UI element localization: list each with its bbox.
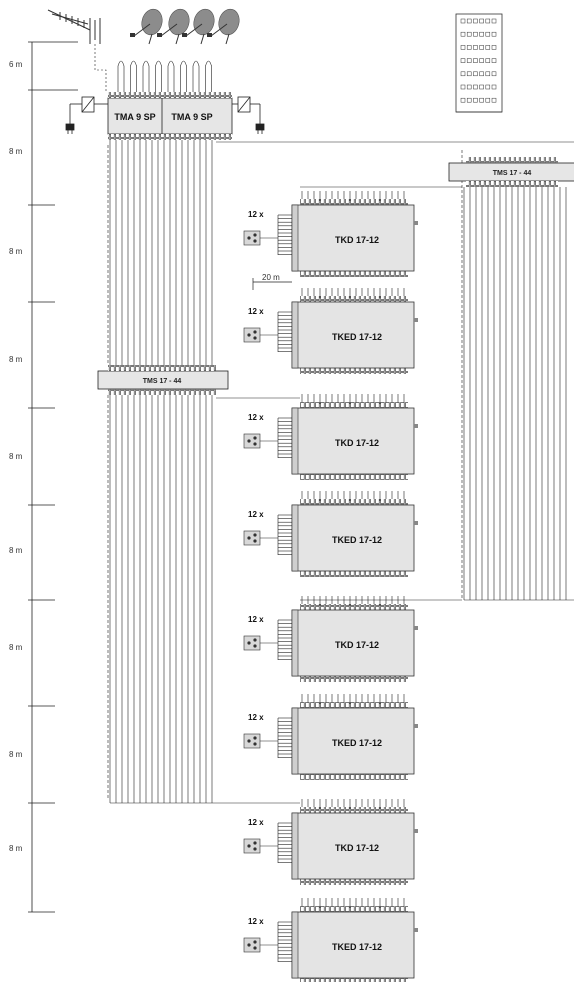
multiswitch: 12 x TKD 17-12 xyxy=(243,799,418,885)
multiswitch: 12 x TKED 17-12 xyxy=(243,288,418,374)
wall-socket-icon xyxy=(243,733,261,749)
splitter-top-right-label: TMS 17 - 44 xyxy=(493,170,532,177)
multiswitch: 12 x TKED 17-12 xyxy=(243,694,418,780)
satellite-dish-icon xyxy=(182,8,215,45)
outlet-count-label: 12 x xyxy=(248,413,264,422)
floor-height-label: 8 m xyxy=(9,643,23,652)
floor-height-label: 8 m xyxy=(9,247,23,256)
multiswitch-label: TKD 17-12 xyxy=(335,438,379,448)
floor-height-label: 8 m xyxy=(9,546,23,555)
floor-height-scale xyxy=(28,41,78,913)
distance-annotation: 20 m xyxy=(252,273,292,290)
wall-socket-icon xyxy=(243,327,261,343)
power-supply-left-icon xyxy=(65,96,108,134)
distance-label: 20 m xyxy=(262,273,280,282)
floor-height-label: 8 m xyxy=(9,750,23,759)
satellite-dish-icon xyxy=(207,8,240,45)
multiswitch: 12 x TKD 17-12 xyxy=(243,596,418,682)
splitter-top-right: TMS 17 - 44 xyxy=(448,157,574,187)
floor-height-label: 8 m xyxy=(9,844,23,853)
floor-height-label: 6 m xyxy=(9,60,23,69)
outlet-count-label: 12 x xyxy=(248,307,264,316)
multiswitch-outputs xyxy=(277,921,292,962)
multiswitch-outputs xyxy=(277,717,292,758)
power-supply-right-icon xyxy=(232,96,265,134)
amplifier-block: TMA 9 SP TMA 9 SP xyxy=(65,92,265,140)
satellite-dishes xyxy=(130,8,240,45)
wall-socket-icon xyxy=(243,838,261,854)
multiswitch-label: TKED 17-12 xyxy=(332,535,382,545)
multiswitch: 12 x TKD 17-12 xyxy=(243,394,418,480)
multiswitch: 12 x TKED 17-12 xyxy=(243,898,418,982)
outlet-count-label: 12 x xyxy=(248,917,264,926)
amplifier-left-label: TMA 9 SP xyxy=(114,112,155,122)
multiswitch-label: TKD 17-12 xyxy=(335,640,379,650)
multiswitch-label: TKED 17-12 xyxy=(332,738,382,748)
multiswitch-outputs xyxy=(277,417,292,458)
outlet-count-label: 12 x xyxy=(248,510,264,519)
multiswitch-outputs xyxy=(277,822,292,863)
wall-socket-icon xyxy=(243,635,261,651)
floor-height-label: 8 m xyxy=(9,147,23,156)
terrestrial-antenna-icon xyxy=(47,9,101,44)
wall-socket-icon xyxy=(243,230,261,246)
wall-socket-icon xyxy=(243,937,261,953)
floor-height-label: 8 m xyxy=(9,355,23,364)
wall-socket-icon xyxy=(243,433,261,449)
multiswitch-label: TKED 17-12 xyxy=(332,332,382,342)
multiswitch: 12 x TKED 17-12 xyxy=(243,491,418,577)
amplifier-right-label: TMA 9 SP xyxy=(171,112,212,122)
multiswitch-outputs xyxy=(277,619,292,660)
wall-socket-icon xyxy=(243,530,261,546)
cable-bundles xyxy=(94,44,574,804)
splitter-middle-left-label: TMS 17 - 44 xyxy=(143,378,182,385)
multiswitch-label: TKD 17-12 xyxy=(335,843,379,853)
multiswitch-outputs xyxy=(277,214,292,255)
building-icon xyxy=(455,13,503,113)
satellite-dish-icon xyxy=(130,8,163,45)
outlet-count-label: 12 x xyxy=(248,818,264,827)
splitter-middle-left: TMS 17 - 44 xyxy=(97,365,229,395)
multiswitch-label: TKD 17-12 xyxy=(335,235,379,245)
floor-height-label: 8 m xyxy=(9,452,23,461)
outlet-count-label: 12 x xyxy=(248,615,264,624)
multiswitch-label: TKED 17-12 xyxy=(332,942,382,952)
satellite-dish-icon xyxy=(157,8,190,45)
multiswitch: 12 x TKD 17-12 xyxy=(243,191,418,277)
outlet-count-label: 12 x xyxy=(248,713,264,722)
outlet-count-label: 12 x xyxy=(248,210,264,219)
multiswitch-outputs xyxy=(277,311,292,352)
multiswitch-outputs xyxy=(277,514,292,555)
